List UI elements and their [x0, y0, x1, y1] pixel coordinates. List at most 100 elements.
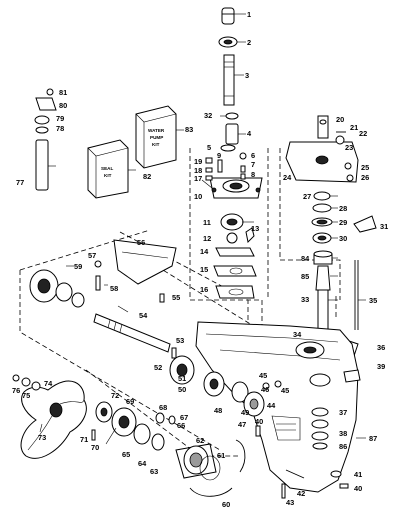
- callout-28: 28: [339, 204, 347, 213]
- callout-35: 35: [369, 296, 377, 305]
- water-pump-kit-line-3: KIT: [152, 142, 160, 147]
- callout-15: 15: [200, 265, 208, 274]
- callout-50: 50: [178, 385, 186, 394]
- callout-20: 20: [336, 115, 344, 124]
- callout-4: 4: [247, 129, 252, 138]
- callout-75: 75: [22, 391, 30, 400]
- callout-22: 22: [359, 129, 367, 138]
- callout-84: 84: [301, 254, 310, 263]
- callout-14: 14: [200, 247, 209, 256]
- callout-6: 6: [251, 151, 255, 160]
- propshaft-parts: [29, 239, 282, 417]
- callout-39: 39: [377, 362, 385, 371]
- callout-81: 81: [59, 88, 67, 97]
- callout-82: 82: [143, 172, 151, 181]
- callout-49: 49: [241, 408, 249, 417]
- propeller-parts: [12, 374, 113, 459]
- callout-16: 16: [200, 285, 208, 294]
- callout-17: 17: [194, 174, 202, 183]
- callout-47: 47: [238, 420, 246, 429]
- callout-26: 26: [361, 173, 369, 182]
- callout-33: 33: [301, 295, 309, 304]
- callout-52: 52: [154, 363, 162, 372]
- callout-46: 46: [261, 385, 269, 394]
- callout-53: 53: [176, 336, 184, 345]
- water-pump-kit-line-2: PUMP: [150, 135, 163, 140]
- seal-kit-line-1: SEAL: [101, 166, 113, 171]
- callout-30: 30: [339, 234, 347, 243]
- callout-numbers: 1 2 3 4 5 6 7 8 9 10 11 12 13 14 15 16 1…: [12, 10, 388, 509]
- callout-61: 61: [217, 451, 225, 460]
- callout-77: 77: [16, 178, 24, 187]
- seal-kit-line-2: KIT: [104, 173, 112, 178]
- callout-37: 37: [339, 408, 347, 417]
- callout-5: 5: [207, 143, 211, 152]
- callout-80: 80: [59, 101, 67, 110]
- callout-74: 74: [44, 379, 53, 388]
- callout-78: 78: [56, 124, 64, 133]
- callout-21: 21: [350, 123, 358, 132]
- callout-36: 36: [377, 343, 385, 352]
- callout-68: 68: [159, 403, 167, 412]
- callout-58: 58: [110, 284, 118, 293]
- callout-55: 55: [172, 293, 180, 302]
- seal-kit-box: SEAL KIT: [87, 139, 129, 199]
- callout-56: 56: [137, 238, 145, 247]
- callout-38: 38: [339, 429, 347, 438]
- callout-11: 11: [203, 218, 211, 227]
- callout-57: 57: [88, 251, 96, 260]
- callout-63: 63: [150, 467, 158, 476]
- callout-19: 19: [194, 157, 202, 166]
- callout-29: 29: [339, 218, 347, 227]
- callout-12: 12: [203, 234, 211, 243]
- callout-79: 79: [56, 114, 64, 123]
- callout-86: 86: [339, 442, 347, 451]
- callout-87: 87: [369, 434, 377, 443]
- callout-73: 73: [38, 433, 46, 442]
- callout-9: 9: [217, 151, 221, 160]
- callout-45-left: 45: [259, 371, 267, 380]
- callout-42: 42: [297, 489, 305, 498]
- callout-70: 70: [91, 443, 99, 452]
- water-tube-parts: [34, 88, 57, 191]
- callout-85: 85: [301, 272, 309, 281]
- callout-48: 48: [214, 406, 222, 415]
- callout-18: 18: [194, 166, 202, 175]
- callout-10: 10: [194, 192, 202, 201]
- callout-24: 24: [283, 173, 292, 182]
- callout-62: 62: [196, 436, 204, 445]
- callout-69: 69: [126, 397, 134, 406]
- callout-51: 51: [178, 374, 186, 383]
- callout-7: 7: [251, 160, 255, 169]
- callout-71: 71: [80, 435, 88, 444]
- callout-40-lower: 40: [354, 484, 362, 493]
- callout-67: 67: [180, 413, 188, 422]
- callout-31: 31: [380, 222, 388, 231]
- callout-25: 25: [361, 163, 369, 172]
- bearing-carrier-parts: [111, 407, 246, 497]
- callout-45-right: 45: [281, 386, 289, 395]
- callout-8: 8: [251, 170, 255, 179]
- callout-43: 43: [286, 498, 294, 507]
- callout-1: 1: [247, 10, 251, 19]
- callout-3: 3: [245, 71, 249, 80]
- callout-41: 41: [354, 470, 362, 479]
- callout-34: 34: [293, 330, 302, 339]
- shift-assembly-parts: [285, 115, 359, 183]
- callout-83: 83: [185, 125, 193, 134]
- callout-60: 60: [222, 500, 230, 509]
- callout-54: 54: [139, 311, 148, 320]
- callout-13: 13: [251, 224, 259, 233]
- callout-66: 66: [177, 421, 185, 430]
- callout-72: 72: [111, 391, 119, 400]
- callout-40-upper: 40: [255, 417, 263, 426]
- water-pump-kit-line-1: WATER: [148, 128, 165, 133]
- callout-59: 59: [74, 262, 82, 271]
- callout-32: 32: [204, 111, 212, 120]
- leader-lines: [39, 13, 366, 445]
- callout-76: 76: [12, 386, 20, 395]
- lower-fasteners: [255, 425, 349, 499]
- callout-2: 2: [247, 38, 251, 47]
- callout-64: 64: [138, 459, 147, 468]
